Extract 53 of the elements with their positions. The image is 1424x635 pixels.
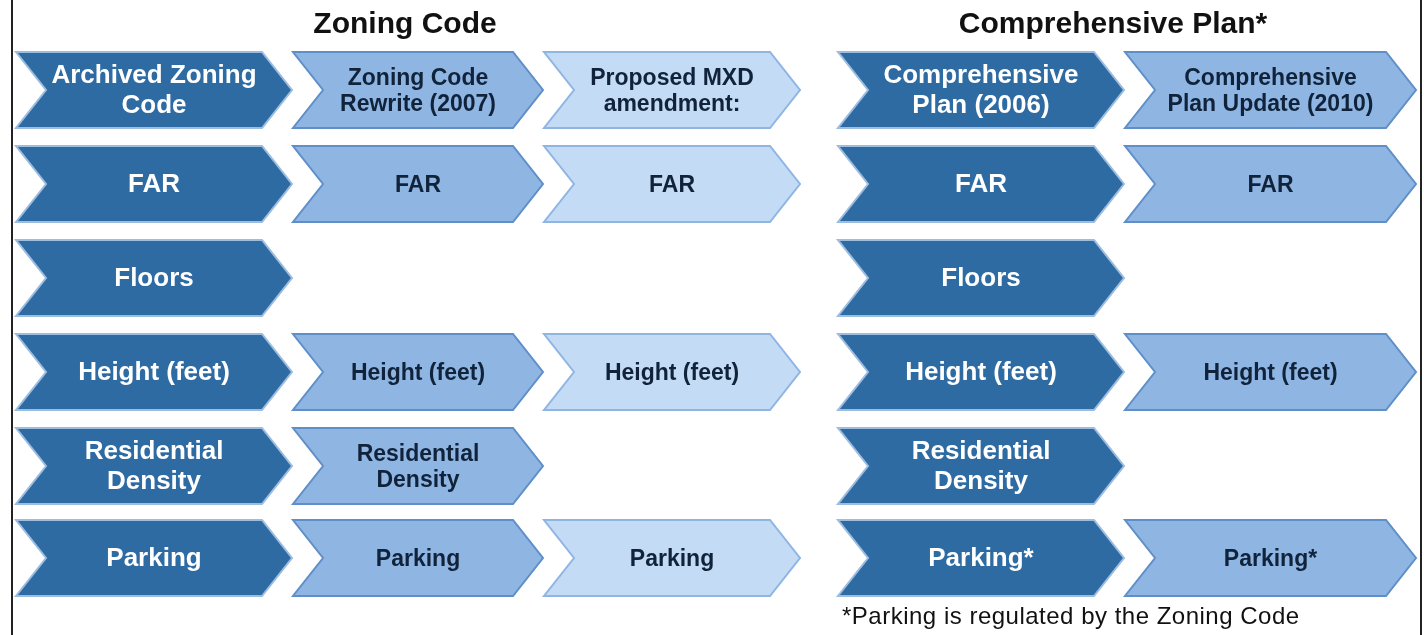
step-label: Residential Density <box>355 438 481 494</box>
footnote: *Parking is regulated by the Zoning Code <box>842 602 1300 630</box>
step-banner <box>1125 146 1416 222</box>
step-banner <box>838 240 1124 316</box>
step-label: Residential Density <box>83 434 225 497</box>
step-banner <box>838 428 1124 504</box>
step-label: Height (feet) <box>77 355 231 389</box>
step-banner <box>16 334 292 410</box>
step-banner <box>293 146 543 222</box>
step-label: Height (feet) <box>904 355 1058 389</box>
step-label: Residential Density <box>910 434 1052 497</box>
step-banner <box>16 146 292 222</box>
step-label: Floors <box>113 261 195 295</box>
step-banner <box>544 146 800 222</box>
step-banner <box>16 52 292 128</box>
step-label: Comprehensive Plan (2006) <box>882 58 1080 121</box>
step-banner <box>838 520 1124 596</box>
step-label: Height (feet) <box>603 357 741 387</box>
step-label: FAR <box>394 169 442 199</box>
step-label: Zoning Code Rewrite (2007) <box>339 62 497 118</box>
step-banner <box>1125 520 1416 596</box>
step-banner <box>1125 334 1416 410</box>
step-label: Parking <box>105 541 203 575</box>
step-label: FAR <box>1246 169 1295 199</box>
step-label: Parking <box>374 543 462 573</box>
step-label: FAR <box>648 169 696 199</box>
step-banner <box>16 428 292 504</box>
step-label: Proposed MXD amendment: <box>589 62 755 118</box>
step-banner <box>1125 52 1416 128</box>
step-label: Parking* <box>1222 543 1319 573</box>
step-banner <box>838 146 1124 222</box>
step-label: Height (feet) <box>1202 357 1339 387</box>
section-heading: Zoning Code <box>313 6 497 40</box>
step-banner <box>838 52 1124 128</box>
step-banner <box>16 520 292 596</box>
step-label: FAR <box>954 167 1008 201</box>
step-label: Height (feet) <box>349 357 487 387</box>
step-label: Parking* <box>927 541 1035 575</box>
step-banner <box>293 334 543 410</box>
step-banner <box>293 428 543 504</box>
step-label: FAR <box>127 167 181 201</box>
step-label: Comprehensive Plan Update (2010) <box>1166 62 1375 118</box>
step-banner <box>544 52 800 128</box>
step-banner <box>544 334 800 410</box>
step-banner <box>293 520 543 596</box>
section-heading: Comprehensive Plan* <box>958 6 1268 40</box>
step-banner <box>16 240 292 316</box>
step-label: Parking <box>628 543 716 573</box>
step-label: Floors <box>940 261 1022 295</box>
step-banner <box>838 334 1124 410</box>
step-label: Archived Zoning Code <box>50 58 258 121</box>
step-banner <box>293 52 543 128</box>
step-banner <box>544 520 800 596</box>
